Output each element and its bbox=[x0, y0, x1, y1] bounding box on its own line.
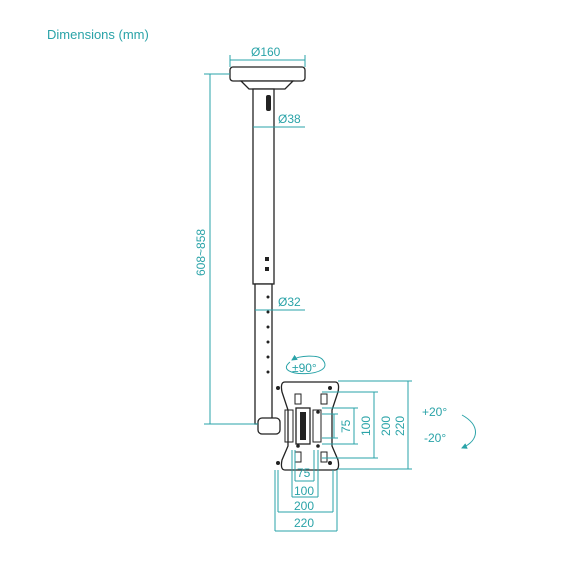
dim-label-v-220: 220 bbox=[393, 416, 407, 436]
dim-label-v-200: 200 bbox=[379, 416, 393, 436]
dim-label-swivel: ±90° bbox=[292, 361, 317, 375]
dim-label-v-75: 75 bbox=[339, 419, 353, 433]
dim-label-tilt-up: +20° bbox=[422, 405, 447, 419]
dim-label-h-200: 200 bbox=[294, 499, 314, 513]
dim-label-height-range: 608~858 bbox=[194, 229, 208, 276]
adjustment-holes bbox=[266, 295, 270, 374]
dim-label-h-75: 75 bbox=[297, 466, 311, 480]
lower-pole bbox=[254, 283, 273, 425]
dim-label-v-100: 100 bbox=[359, 416, 373, 436]
ceiling-plate bbox=[229, 66, 306, 82]
mount-illustration bbox=[229, 66, 340, 471]
plate-slot bbox=[320, 451, 328, 463]
swivel-arrow-icon bbox=[286, 354, 326, 375]
pole-pin bbox=[265, 267, 269, 271]
side-bracket bbox=[312, 409, 322, 443]
page-title: Dimensions (mm) bbox=[47, 27, 149, 42]
ceiling-plate-flange bbox=[239, 80, 295, 90]
tilt-joint bbox=[257, 417, 281, 435]
dimension-lines bbox=[204, 55, 412, 532]
center-bracket-core bbox=[300, 412, 306, 440]
tilt-arrow-icon bbox=[461, 414, 476, 449]
dim-label-h-100: 100 bbox=[294, 484, 314, 498]
dim-label-plate-diameter: Ø160 bbox=[251, 45, 281, 59]
dim-label-tilt-down: -20° bbox=[424, 431, 446, 445]
cable-slot bbox=[266, 95, 271, 111]
side-bracket bbox=[284, 409, 294, 443]
plate-slot bbox=[294, 393, 302, 405]
pole-pin bbox=[265, 257, 269, 261]
upper-pole bbox=[252, 88, 275, 285]
dim-label-h-220: 220 bbox=[294, 516, 314, 530]
plate-slot bbox=[320, 393, 328, 405]
dim-label-upper-pole-diameter: Ø38 bbox=[278, 112, 301, 126]
dim-label-lower-pole-diameter: Ø32 bbox=[278, 295, 301, 309]
